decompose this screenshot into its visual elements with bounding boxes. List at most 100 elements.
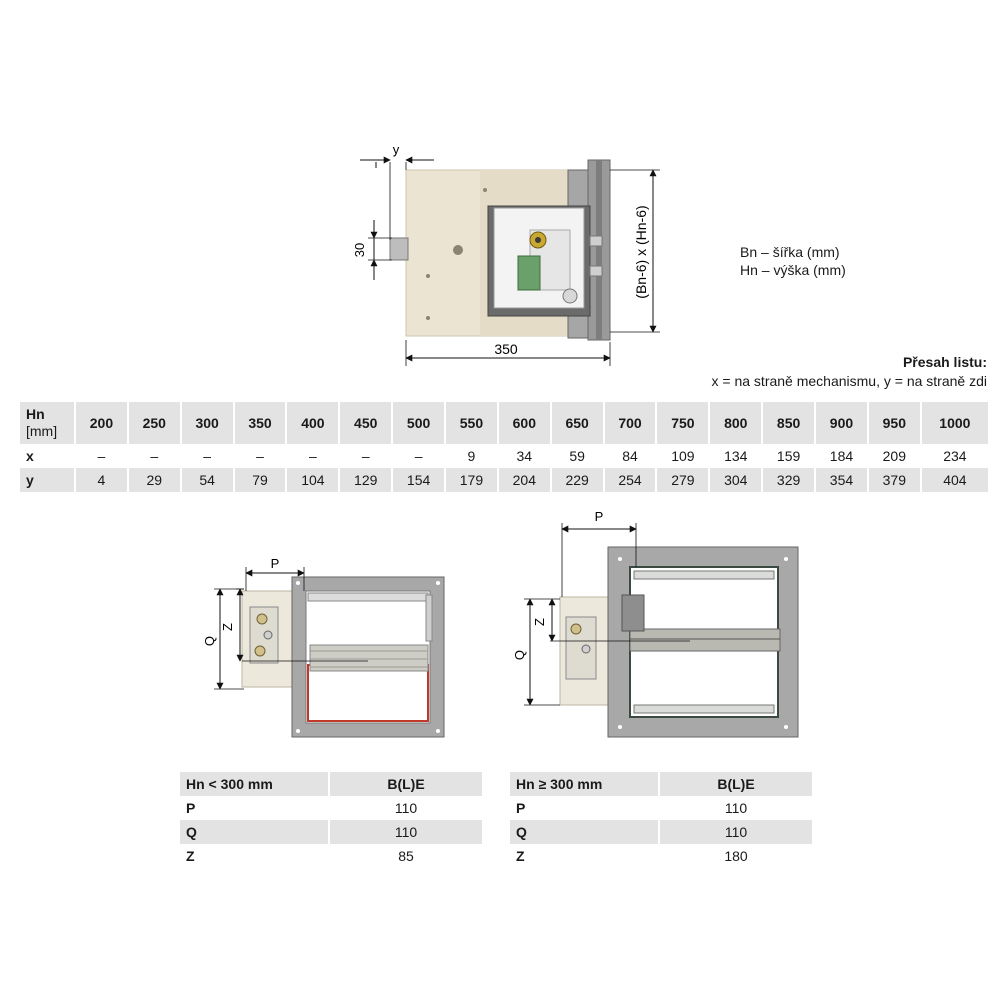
row-value: 180	[658, 844, 812, 868]
damper-diagram-large: P Q Z	[512, 509, 799, 738]
dimension-table-large: Hn ≥ 300 mm B(L)E P 110 Q 110 Z 180	[510, 772, 812, 868]
row-value: 110	[328, 820, 482, 844]
table-cell: 159	[761, 444, 816, 468]
table-row: Q 110	[180, 820, 482, 844]
table-cell: 209	[866, 444, 921, 468]
table-cell: 134	[708, 444, 763, 468]
table-row: P 110	[510, 796, 812, 820]
table-cell: 404	[919, 468, 988, 492]
table-head-col: B(L)E	[658, 772, 812, 796]
table-cell: –	[74, 444, 128, 468]
table-cell: 279	[655, 468, 710, 492]
table-cell: –	[285, 444, 340, 468]
table-cell: 59	[549, 444, 604, 468]
header-cell: 1000	[919, 402, 988, 444]
table-head-label: Hn ≥ 300 mm	[510, 772, 659, 796]
header-cell: 550	[444, 402, 498, 444]
row-key: P	[516, 800, 526, 816]
table-cell: 54	[179, 468, 234, 492]
row-value: 110	[328, 796, 482, 820]
legend-bn: Bn – šířka (mm)	[740, 244, 840, 260]
row-label: x	[26, 448, 34, 464]
table-cell: 304	[708, 468, 763, 492]
dimension-table-small: Hn < 300 mm B(L)E P 110 Q 110 Z 85	[180, 772, 482, 868]
header-cell: 650	[549, 402, 604, 444]
header-cell: 500	[391, 402, 446, 444]
table-row: Z 85	[180, 844, 482, 868]
table-cell: –	[232, 444, 287, 468]
left-dim-p: P	[271, 556, 280, 571]
table-cell: 9	[444, 444, 498, 468]
table-cell: 84	[602, 444, 657, 468]
table-cell: 129	[338, 468, 393, 492]
table-cell: 104	[285, 468, 340, 492]
row-label: y	[20, 468, 75, 492]
header-cell: 850	[761, 402, 816, 444]
dim-y-label: y	[393, 142, 400, 157]
row-key: Z	[186, 848, 195, 864]
table-cell: 204	[496, 468, 551, 492]
header-cell: 700	[602, 402, 657, 444]
table-cell: 34	[496, 444, 551, 468]
header-unit: [mm]	[26, 423, 58, 439]
table-cell: 179	[444, 468, 498, 492]
row-value: 110	[658, 820, 812, 844]
legend: Bn – šířka (mm) Hn – výška (mm)	[740, 243, 846, 279]
dim-30-label: 30	[352, 243, 367, 257]
table-cell: 79	[232, 468, 287, 492]
header-label-cell: Hn [mm]	[20, 402, 75, 444]
table-cell: –	[179, 444, 234, 468]
table-cell: –	[391, 444, 446, 468]
table-cell: 234	[919, 444, 988, 468]
right-dim-p: P	[595, 509, 604, 524]
table-header-row: Hn [mm] 200 250 300 350 400 450 500 550 …	[20, 402, 988, 444]
table-head-label: Hn < 300 mm	[180, 772, 329, 796]
left-dim-q: Q	[202, 636, 217, 646]
table-cell: –	[126, 444, 181, 468]
overlap-desc: x = na straně mechanismu, y = na straně …	[711, 373, 987, 389]
table-cell: 229	[549, 468, 604, 492]
table-cell: 354	[814, 468, 868, 492]
row-value: 110	[658, 796, 812, 820]
table-cell: 4	[74, 468, 128, 492]
table-cell: 109	[655, 444, 710, 468]
table-header-row: Hn < 300 mm B(L)E	[180, 772, 482, 796]
header-cell: 950	[866, 402, 921, 444]
table-cell: 154	[391, 468, 446, 492]
left-dim-z: Z	[220, 623, 235, 631]
table-cell: –	[338, 444, 393, 468]
top-damper-diagram: y 30 350 (Bn-6) x (Hn-6)	[352, 142, 660, 366]
dim-size-label: (Bn-6) x (Hn-6)	[633, 205, 649, 298]
table-header-row: Hn ≥ 300 mm B(L)E	[510, 772, 812, 796]
table-row: P 110	[180, 796, 482, 820]
table-cell: 254	[602, 468, 657, 492]
header-cell: 300	[179, 402, 234, 444]
header-cell: 600	[496, 402, 551, 444]
header-label: Hn	[26, 406, 45, 422]
header-cell: 250	[126, 402, 181, 444]
table-row-y: y 4 29 54 79 104 129 154 179 204 229 254…	[20, 468, 988, 492]
overlap-note: Přesah listu: x = na straně mechanismu, …	[712, 353, 987, 391]
table-cell: 379	[866, 468, 921, 492]
header-cell: 750	[655, 402, 710, 444]
header-cell: 450	[338, 402, 393, 444]
table-cell: 184	[814, 444, 868, 468]
header-cell: 900	[814, 402, 868, 444]
table-cell: 329	[761, 468, 816, 492]
overlap-title: Přesah listu:	[902, 354, 987, 370]
table-row: Z 180	[510, 844, 812, 868]
header-cell: 350	[232, 402, 287, 444]
row-key: Q	[180, 820, 329, 844]
right-dim-z: Z	[532, 618, 547, 626]
overlap-table: Hn [mm] 200 250 300 350 400 450 500 550 …	[20, 402, 988, 492]
header-cell: 400	[285, 402, 340, 444]
row-key: P	[186, 800, 196, 816]
table-head-col: B(L)E	[328, 772, 482, 796]
table-cell: 29	[126, 468, 181, 492]
row-key: Q	[510, 820, 659, 844]
row-key: Z	[516, 848, 525, 864]
legend-hn: Hn – výška (mm)	[740, 262, 846, 278]
table-row-x: x – – – – – – – 9 34 59 84 109 134 159 1…	[20, 444, 988, 468]
right-dim-q: Q	[512, 650, 527, 660]
damper-diagram-small: P Q Z	[202, 556, 445, 738]
